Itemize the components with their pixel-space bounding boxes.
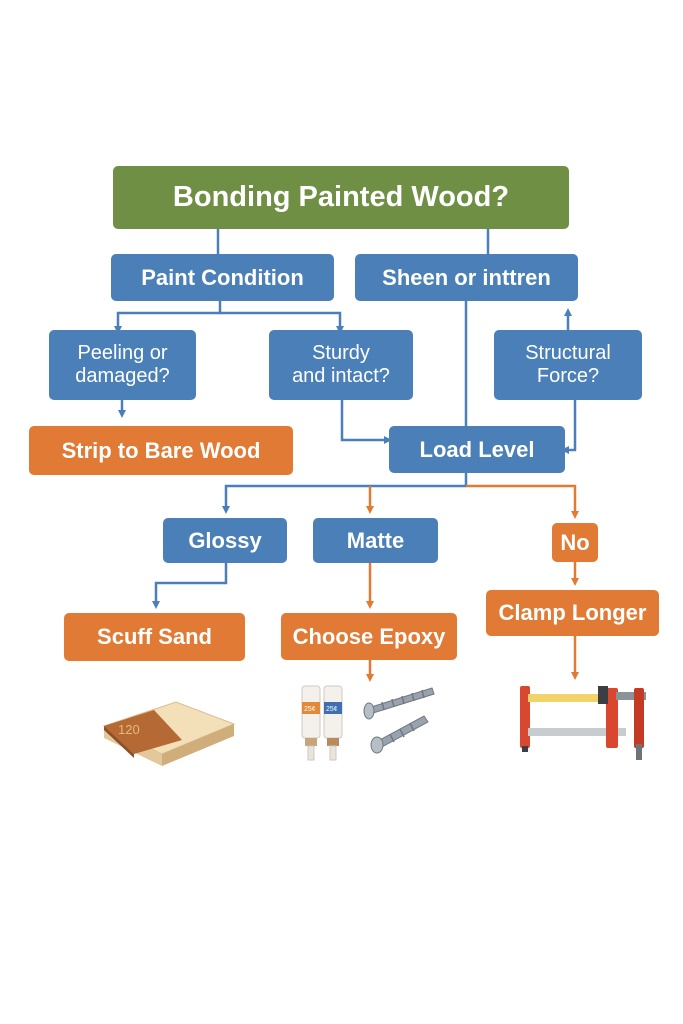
tube-right-label: 25¢ [326,706,338,713]
connector-glossy-to-scuff [152,563,228,609]
connector-load-to-no [466,484,579,519]
clamp-icon [520,686,646,760]
connector-paint-to-peeling [114,301,222,334]
no-box: No [552,523,598,562]
strip-box: Strip to Bare Wood [29,426,293,475]
sandpaper-grit-label: 120 [118,722,140,737]
screws-icon [363,687,435,754]
connector-structural-to-load [561,400,577,454]
matte-box: Matte [313,518,438,563]
scuff-sand-box: Scuff Sand [64,613,245,661]
glossy-box: Glossy [163,518,287,563]
connector-sturdy-to-load [340,400,392,444]
title-box: Bonding Painted Wood? [113,166,569,229]
clamp-longer-box: Clamp Longer [486,590,659,636]
sturdy-question-box: Sturdy and intact? [269,330,413,400]
tube-left-label: 25¢ [304,706,316,713]
connector-load-to-glossy [222,484,466,514]
choose-epoxy-box: Choose Epoxy [281,613,457,660]
sheen-box: Sheen or inttren [355,254,578,301]
connector-paint-to-sturdy [220,311,344,334]
structural-question-box: Structural Force? [494,330,642,400]
paint-condition-box: Paint Condition [111,254,334,301]
epoxy-tubes-icon: 25¢ 25¢ [301,685,343,761]
sandpaper-icon: 120 [102,701,236,766]
peeling-question-box: Peeling or damaged? [49,330,196,400]
load-level-box: Load Level [389,426,565,473]
